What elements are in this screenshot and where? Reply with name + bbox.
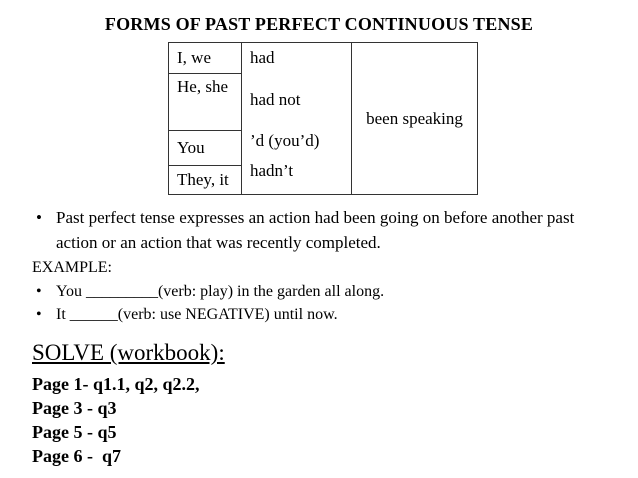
page-title: FORMS OF PAST PERFECT CONTINUOUS TENSE — [104, 14, 534, 34]
auxiliary-form: had not — [250, 90, 301, 109]
table-cell-pronoun-4: They, it — [169, 166, 242, 194]
auxiliary-form: had — [250, 48, 275, 67]
example-item: • It ______(verb: use NEGATIVE) until no… — [30, 305, 338, 325]
example-sentence: It ______(verb: use NEGATIVE) until now. — [56, 306, 338, 323]
table-cell-pronoun-3: You — [169, 131, 242, 166]
page-assignment: Page 6 - q7 — [32, 446, 121, 466]
example-heading: EXAMPLE: — [32, 259, 112, 276]
table-cell-pronoun-2: He, she — [169, 74, 242, 131]
tense-forms-table: I, we He, she You They, it had had not ’… — [168, 42, 478, 195]
example-sentence: You _________(verb: play) in the garden … — [56, 283, 385, 300]
page-assignment: Page 5 - q5 — [32, 422, 117, 442]
auxiliary-form: ’d (you’d) — [250, 131, 320, 150]
table-cell-auxiliaries: had had not ’d (you’d) hadn’t — [242, 43, 352, 194]
bullet-icon: • — [36, 208, 42, 227]
auxiliary-form: hadn’t — [250, 161, 294, 180]
example-item: • You _________(verb: play) in the garde… — [30, 282, 384, 302]
bullet-icon: • — [36, 306, 42, 323]
definition-bullet: • Past perfect tense expresses an action… — [30, 205, 604, 255]
solve-heading: SOLVE (workbook): — [32, 340, 225, 365]
table-cell-participle: been speaking — [366, 108, 463, 128]
solve-page-list: Page 1- q1.1, q2, q2.2, Page 3 - q3 Page… — [32, 372, 200, 468]
page-assignment: Page 1- q1.1, q2, q2.2, — [32, 374, 200, 394]
page-assignment: Page 3 - q3 — [32, 398, 117, 418]
bullet-icon: • — [36, 283, 42, 300]
definition-text: Past perfect tense expresses an action h… — [56, 208, 575, 252]
table-cell-pronoun-1: I, we — [169, 43, 242, 74]
